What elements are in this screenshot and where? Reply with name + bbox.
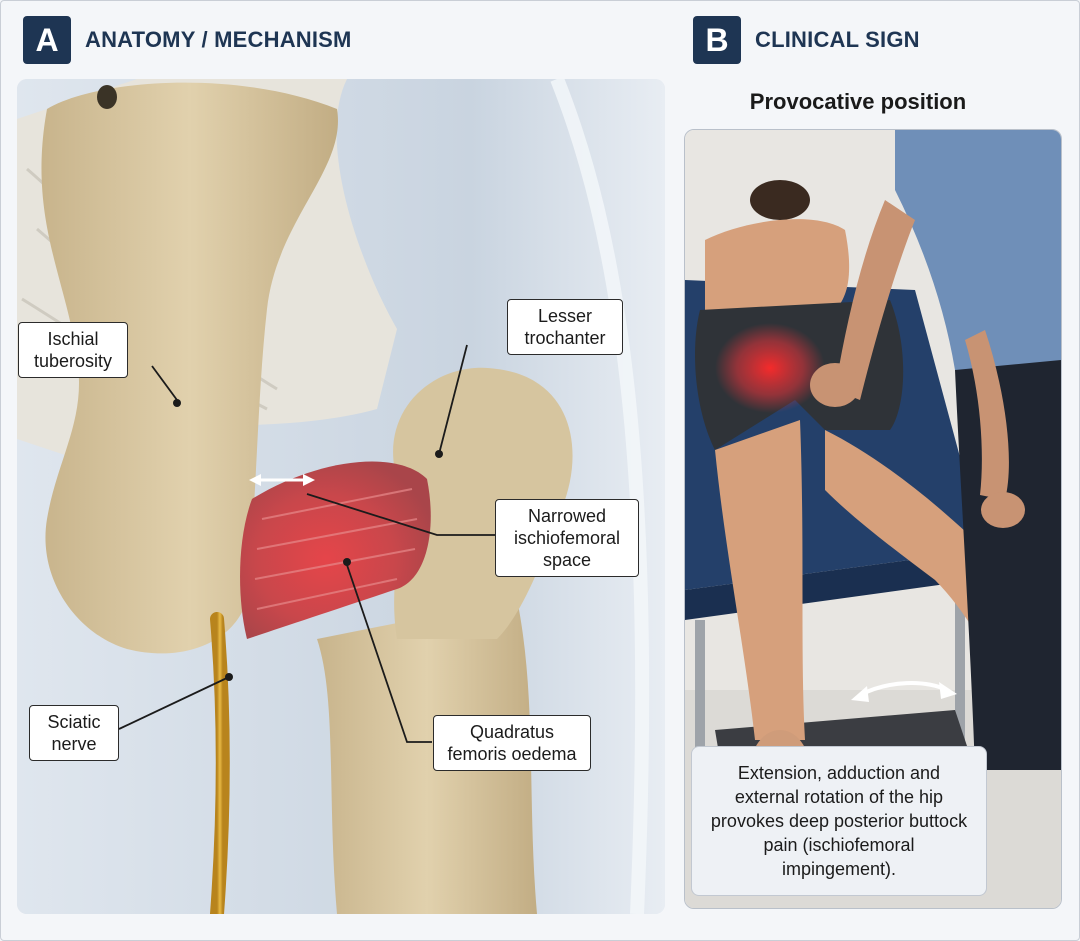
- label-ischial-tuberosity: Ischial tuberosity: [18, 322, 128, 378]
- hip-anatomy-illustration: [17, 79, 665, 914]
- label-line: ischiofemoral: [513, 528, 621, 548]
- label-line: space: [542, 550, 592, 570]
- panel-b-badge: B: [693, 16, 741, 64]
- label-lesser-trochanter: Lesser trochanter: [507, 299, 623, 355]
- label-quadratus-femoris-oedema: Quadratus femoris oedema: [433, 715, 591, 771]
- panel-a-title: ANATOMY / MECHANISM: [85, 27, 352, 52]
- rotation-arrow-icon: [851, 681, 957, 702]
- clinical-sign-caption: Extension, adduction and external rotati…: [691, 746, 987, 896]
- panel-b-header: B CLINICAL SIGN: [693, 15, 920, 65]
- label-line: Narrowed: [527, 506, 607, 526]
- label-line: Sciatic: [47, 712, 101, 732]
- label-narrowed-ischiofemoral-space: Narrowed ischiofemoral space: [495, 499, 639, 577]
- panel-a-badge: A: [23, 16, 71, 64]
- panel-a-header: A ANATOMY / MECHANISM: [23, 15, 352, 65]
- label-line: femoris oedema: [447, 744, 577, 764]
- hip-anatomy-drawing: [17, 79, 665, 914]
- panel-b-subtitle: Provocative position: [749, 89, 967, 114]
- label-line: Ischial: [47, 329, 99, 349]
- label-sciatic-nerve: Sciatic nerve: [29, 705, 119, 761]
- panel-b-title: CLINICAL SIGN: [755, 27, 920, 52]
- label-line: Lesser: [537, 306, 593, 326]
- double-arrow-icon: [249, 474, 315, 486]
- label-line: tuberosity: [33, 351, 113, 371]
- label-line: Quadratus: [469, 722, 555, 742]
- label-line: nerve: [51, 734, 97, 754]
- label-line: trochanter: [524, 328, 606, 348]
